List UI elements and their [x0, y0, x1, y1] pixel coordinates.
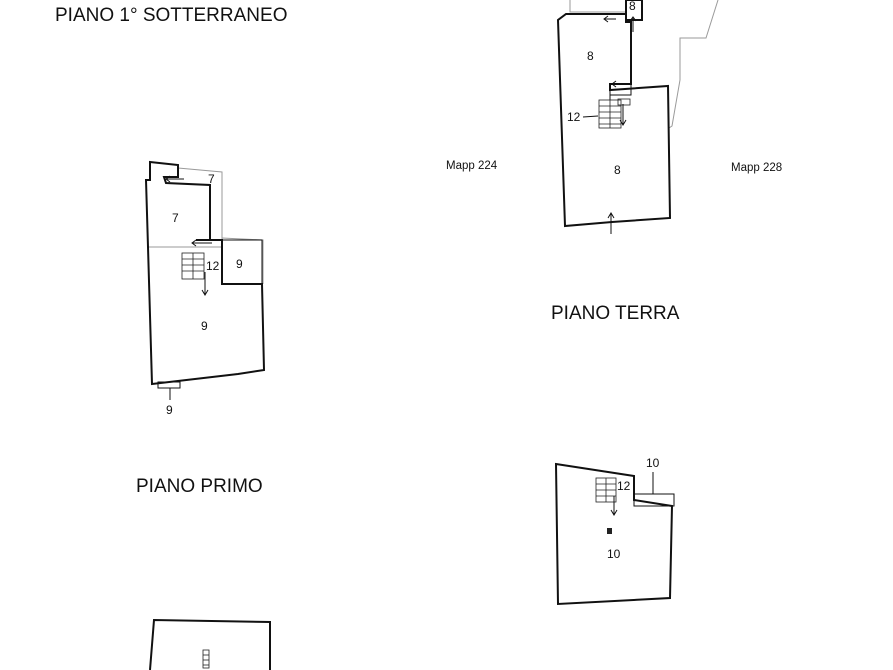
ground-floor-title: PIANO TERRA: [551, 303, 680, 324]
lower-right-plan: 10 12 10: [554, 456, 675, 606]
lower-left-plan: [149, 618, 271, 670]
first-entry-label: 9: [166, 403, 173, 417]
first-room-top-right-label: 7: [208, 172, 215, 186]
first-floor-plan: 7 7 12 9 9 9: [144, 160, 266, 417]
first-stair-label: 12: [206, 259, 220, 273]
lower-right-top-label: 10: [646, 456, 660, 470]
first-room-annex-label: 9: [236, 257, 243, 271]
first-room-left-label: 7: [172, 211, 179, 225]
ground-floor-plan: 8 8 12 8: [556, 0, 719, 234]
lower-right-marker: [607, 528, 612, 534]
ground-room-main-label: 8: [614, 163, 621, 177]
ground-room-upper-label: 8: [587, 49, 594, 63]
ground-stair-label: 12: [567, 110, 581, 124]
lower-right-arrows: [610, 496, 618, 516]
ground-room-top-label: 8: [629, 0, 636, 13]
basement-title: PIANO 1° SOTTERRANEO: [55, 5, 287, 26]
neighbor-right-label: Mapp 228: [731, 162, 782, 174]
lower-right-main-label: 10: [607, 547, 621, 561]
lower-right-stair: [595, 477, 617, 503]
ground-floor-arrows: [603, 15, 637, 234]
first-floor-stair: [181, 252, 205, 280]
first-floor-arrows: [165, 175, 212, 296]
first-floor-title: PIANO PRIMO: [136, 476, 263, 497]
lower-right-stair-label: 12: [617, 479, 631, 493]
first-room-main-label: 9: [201, 319, 208, 333]
neighbor-left-label: Mapp 224: [446, 160, 498, 172]
ground-floor-stair: [598, 98, 631, 129]
